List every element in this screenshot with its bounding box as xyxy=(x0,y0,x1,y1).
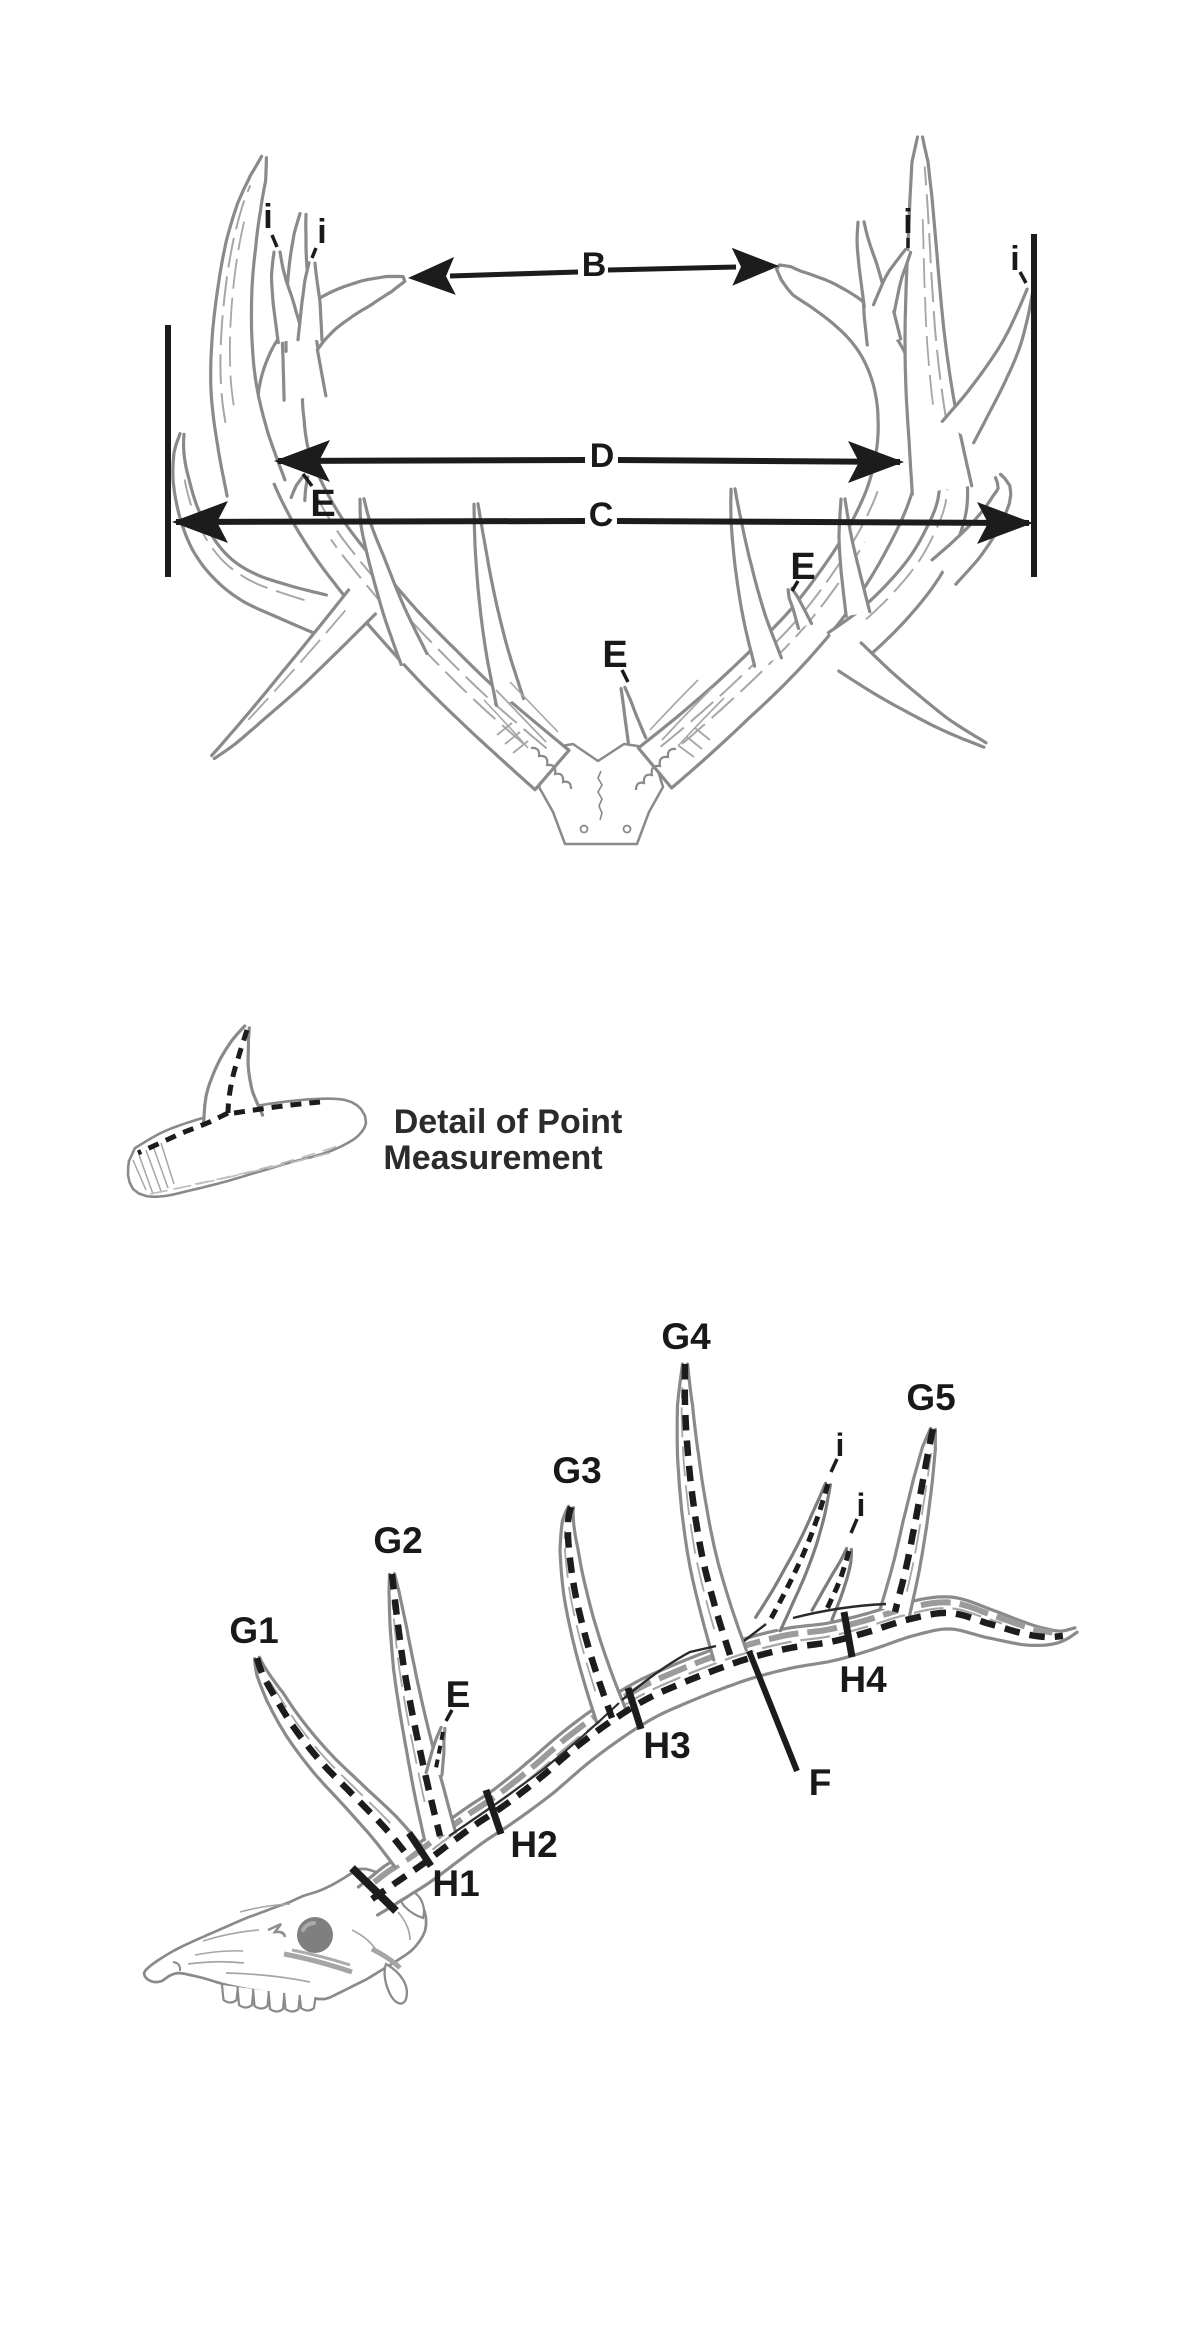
svg-text:i: i xyxy=(263,198,272,236)
svg-text:E: E xyxy=(310,483,335,525)
svg-text:B: B xyxy=(582,246,607,284)
svg-text:F: F xyxy=(809,1762,832,1803)
svg-text:G4: G4 xyxy=(661,1316,711,1357)
svg-text:H1: H1 xyxy=(432,1863,479,1904)
svg-text:i: i xyxy=(903,203,912,241)
svg-text:E: E xyxy=(602,634,627,676)
svg-text:H3: H3 xyxy=(643,1725,690,1766)
svg-text:H4: H4 xyxy=(839,1659,887,1700)
svg-text:i: i xyxy=(1010,240,1019,278)
svg-text:Detail of Point: Detail of Point xyxy=(394,1103,623,1141)
svg-text:i: i xyxy=(836,1427,845,1463)
svg-text:D: D xyxy=(590,437,615,475)
svg-text:E: E xyxy=(446,1674,471,1715)
svg-text:G2: G2 xyxy=(373,1520,422,1561)
svg-text:G5: G5 xyxy=(906,1377,955,1418)
svg-text:i: i xyxy=(317,213,326,251)
svg-text:C: C xyxy=(589,496,614,534)
svg-text:E: E xyxy=(790,546,815,588)
svg-text:G3: G3 xyxy=(552,1450,601,1491)
svg-text:Measurement: Measurement xyxy=(383,1139,602,1177)
svg-text:H2: H2 xyxy=(510,1824,557,1865)
svg-text:i: i xyxy=(857,1487,866,1523)
svg-text:G1: G1 xyxy=(229,1610,278,1651)
